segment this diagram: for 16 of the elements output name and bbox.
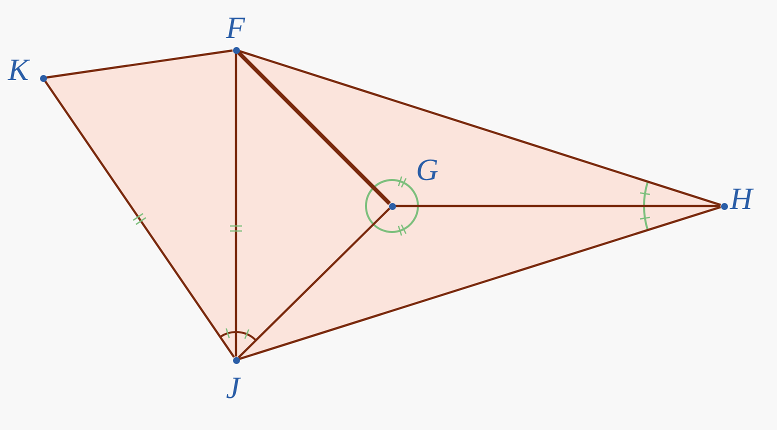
point-dot (720, 202, 728, 210)
point-label: G (416, 154, 438, 185)
point-label: J (226, 372, 240, 403)
point-dot (232, 46, 240, 54)
point-label: K (8, 54, 29, 85)
line-segment (396, 204, 720, 208)
line-segment (239, 50, 721, 206)
line-segment (237, 51, 391, 205)
point-label: F (226, 12, 245, 43)
line-segment (239, 206, 721, 360)
point-label: H (730, 183, 752, 214)
line-segment (238, 208, 390, 358)
point-dot (40, 74, 46, 82)
line-segment (234, 54, 238, 356)
line-segment (44, 80, 235, 358)
line-segment (46, 49, 233, 79)
